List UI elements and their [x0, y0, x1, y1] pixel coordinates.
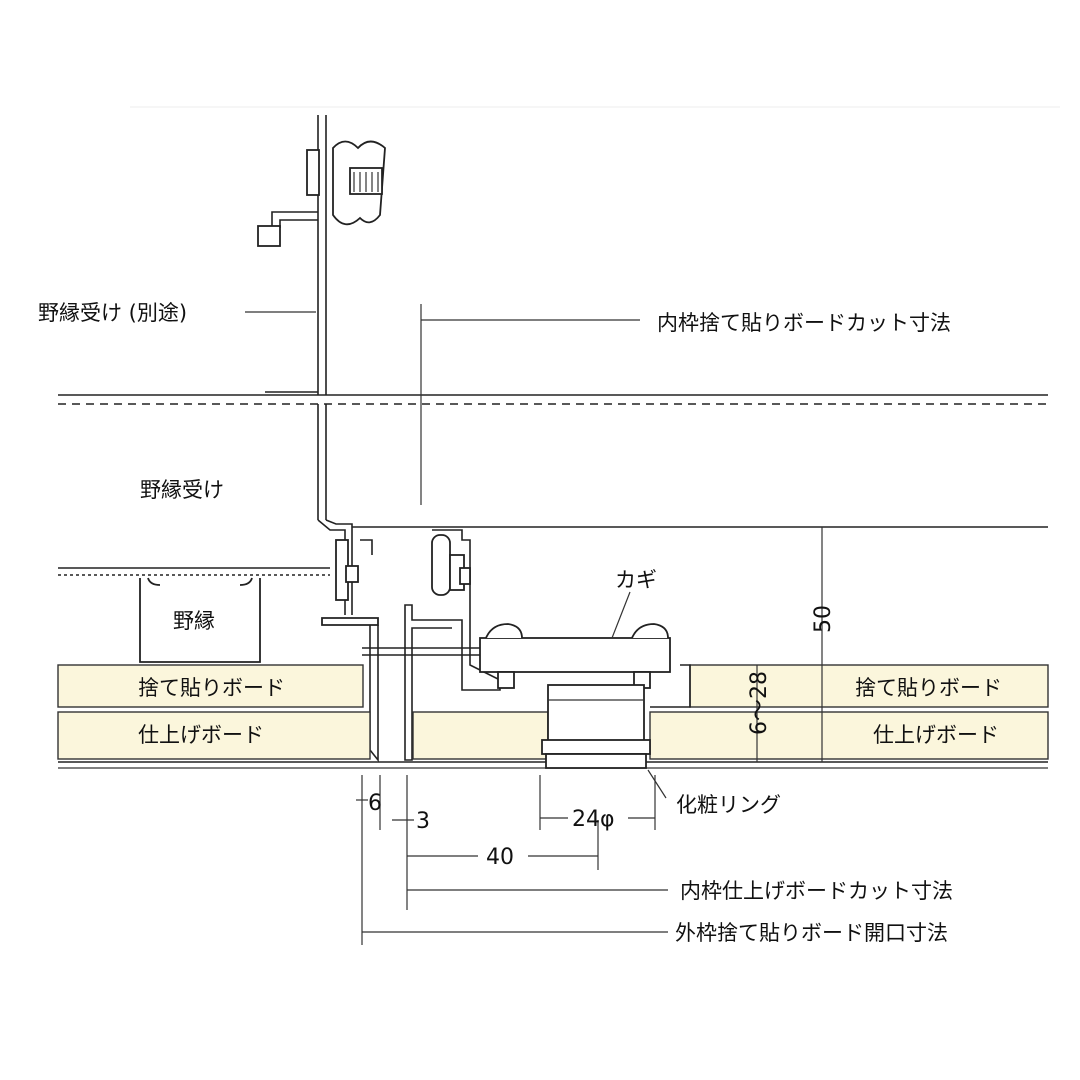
label-nobuchi-uke: 野縁受け	[140, 478, 224, 502]
dim-24phi: 24φ	[572, 807, 615, 832]
label-sutehari-left: 捨て貼りボード	[138, 676, 285, 700]
nobuchi-section	[139, 577, 261, 663]
bracket-end	[257, 225, 281, 247]
label-inner-shiage-cut: 内枠仕上げボードカット寸法	[680, 879, 953, 903]
kagi-latch	[479, 623, 671, 689]
label-shiage-right: 仕上げボード	[873, 723, 999, 747]
label-inner-sutehari-cut: 内枠捨て貼りボードカット寸法	[657, 311, 951, 335]
label-sutehari-right: 捨て貼りボード	[855, 676, 1002, 700]
label-outer-opening: 外枠捨て貼りボード開口寸法	[675, 921, 948, 945]
dim-6: 6	[368, 791, 382, 816]
board-shiage-right	[649, 711, 1049, 760]
inner-frame	[362, 529, 501, 761]
hanger-assembly	[257, 115, 386, 395]
dim-6-28: 6～28	[747, 671, 772, 735]
leader-kagi	[611, 591, 631, 639]
outer-frame	[317, 404, 379, 763]
label-kesho-ring: 化粧リング	[676, 793, 781, 817]
board-shiage-inner-left	[412, 711, 549, 760]
label-shiage-left: 仕上げボード	[138, 723, 264, 747]
boards	[57, 664, 1049, 760]
dim-50: 50	[811, 605, 836, 633]
dim-3: 3	[416, 809, 430, 834]
dim-40: 40	[486, 845, 514, 870]
board-shiage-left	[57, 711, 371, 760]
board-sutehari-left	[57, 664, 364, 708]
leader-kesho-ring	[647, 769, 667, 799]
label-kagi: カギ	[615, 568, 657, 592]
clip-rect	[306, 149, 320, 196]
label-nobuchi-uke-bettu: 野縁受け (別途)	[38, 301, 187, 325]
label-nobuchi: 野縁	[173, 609, 215, 633]
kesho-ring	[541, 684, 651, 769]
